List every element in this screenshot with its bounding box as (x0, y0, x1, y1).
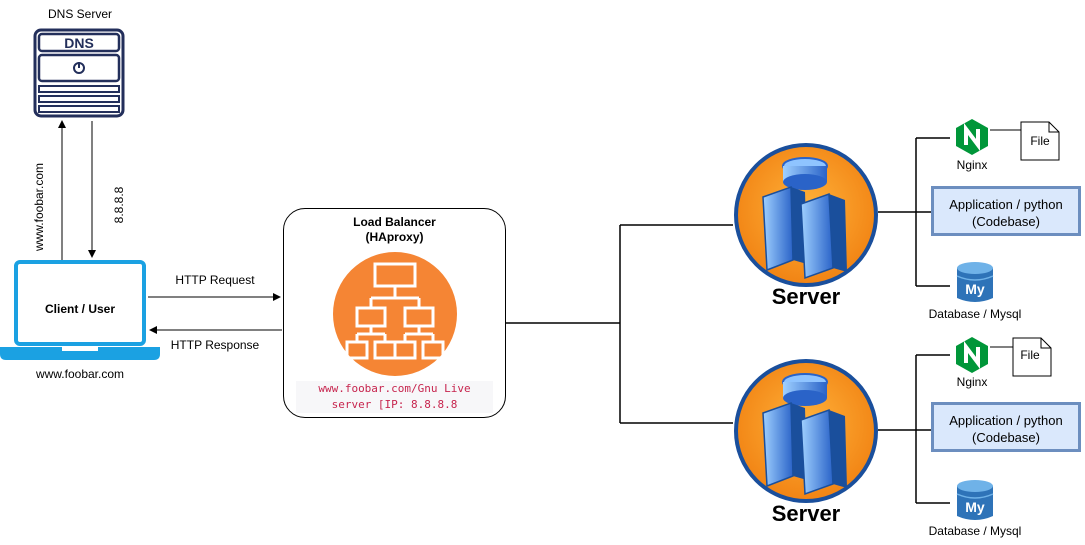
server2-branches (878, 354, 950, 504)
application-label-line1: Application / python (949, 197, 1063, 212)
client-label: Client / User (44, 302, 116, 316)
dns-server-label: DNS Server (47, 7, 112, 21)
svg-text:My: My (965, 499, 985, 515)
dns-sign: DNS (64, 35, 94, 51)
load-balancer-title: Load Balancer (HAproxy) (283, 215, 506, 245)
load-balancer-url-line2: server [IP: 8.8.8.8 (331, 398, 458, 411)
dns-query-label: www.foobar.com (32, 162, 46, 252)
load-balancer-url-line1: www.foobar.com/Gnu Live (318, 382, 471, 395)
load-balancer-title-line2: (HAproxy) (365, 230, 424, 244)
dns-reply-label: 8.8.8.8 (112, 186, 126, 224)
server-icon (734, 143, 878, 287)
nginx-label: Nginx (956, 375, 988, 389)
load-balancer-url: www.foobar.com/Gnu Live server [IP: 8.8.… (296, 381, 493, 413)
file-icon (1012, 337, 1052, 377)
database-label: Database / Mysql (928, 307, 1022, 321)
file-icon (1020, 121, 1060, 161)
nginx-icon (956, 119, 988, 155)
lb-to-servers-line (506, 224, 733, 424)
client-caption: www.foobar.com (35, 367, 125, 381)
application-label-line2: (Codebase) (972, 214, 1040, 229)
server-label: Server (771, 501, 841, 526)
file-label: File (1030, 134, 1050, 148)
application-box: Application / python (Codebase) (931, 402, 1081, 452)
load-balancer-icon (333, 252, 457, 376)
load-balancer-title-line1: Load Balancer (353, 215, 436, 229)
mysql-database-icon: My (956, 480, 994, 520)
server-icon (734, 359, 878, 503)
mysql-database-icon: My (956, 262, 994, 302)
application-box: Application / python (Codebase) (931, 186, 1081, 236)
application-label-line2: (Codebase) (972, 430, 1040, 445)
file-label: File (1020, 348, 1040, 362)
http-request-label: HTTP Request (175, 273, 255, 287)
application-label-line1: Application / python (949, 413, 1063, 428)
nginx-icon (956, 337, 988, 373)
laptop-icon (0, 260, 160, 360)
database-label: Database / Mysql (928, 524, 1022, 538)
server1-branches (878, 137, 950, 287)
nginx-label: Nginx (956, 158, 988, 172)
http-response-label: HTTP Response (170, 338, 260, 352)
dns-server-icon: DNS (33, 28, 125, 118)
svg-text:My: My (965, 281, 985, 297)
server-label: Server (771, 284, 841, 309)
